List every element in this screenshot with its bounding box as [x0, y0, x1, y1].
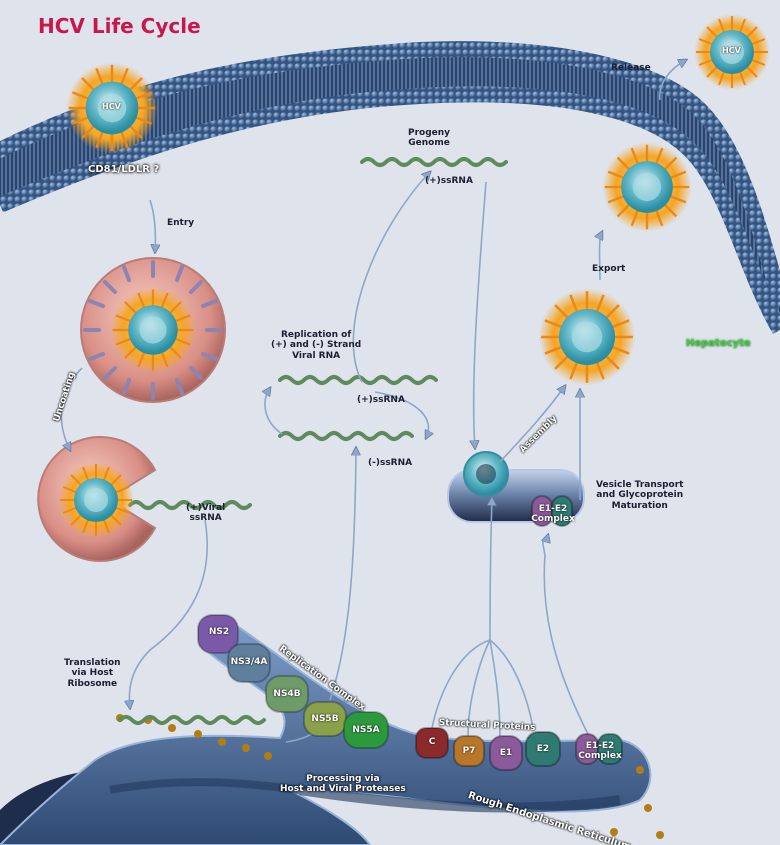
- processing-label: Processing via Host and Viral Proteases: [280, 774, 406, 795]
- viral-rna-label: (+)Viral ssRNA: [186, 503, 225, 524]
- minus-ssrna-label: (-)ssRNA: [368, 458, 413, 468]
- cell-membrane: [0, 41, 780, 335]
- complex-line1: E1-E2: [585, 741, 615, 751]
- vesicle-label: Vesicle Transport and Glycoprotein Matur…: [596, 480, 683, 511]
- progeny-label: Progeny Genome: [408, 128, 450, 149]
- endosome: [80, 257, 226, 403]
- flow-arrows: [60, 60, 686, 743]
- translation-line1: Translation: [64, 658, 121, 668]
- translation-line3: Ribosome: [67, 678, 118, 689]
- replication-line3: Viral RNA: [292, 350, 341, 361]
- complex-line1: E1-E2: [538, 504, 568, 514]
- replication-line1: Replication of: [280, 330, 352, 340]
- viral-rna-line1: (+)Viral: [186, 503, 226, 513]
- complex-line2: Complex: [578, 751, 622, 762]
- virus-label: HCV: [722, 46, 741, 55]
- replication-line2: (+) and (-) Strand: [271, 340, 362, 351]
- vesicle-line3: Maturation: [611, 500, 668, 511]
- protein-c: C: [428, 737, 436, 747]
- entry-label: Entry: [167, 218, 195, 228]
- protein-ns5b: NS5B: [311, 714, 339, 724]
- progeny-rna-label: (+)ssRNA: [425, 176, 473, 186]
- complex-line2: Complex: [531, 514, 575, 525]
- translation-line2: via Host: [71, 668, 114, 679]
- protein-ns5a: NS5A: [352, 725, 380, 735]
- plus-ssrna-label: (+)ssRNA: [357, 395, 405, 405]
- uncoating-sphere: [37, 436, 157, 562]
- virus-label: HCV: [102, 102, 121, 111]
- replication-label: Replication of (+) and (-) Strand Viral …: [271, 330, 361, 361]
- processing-line2: Host and Viral Proteases: [280, 784, 406, 795]
- complex-label-er: E1-E2 Complex: [574, 741, 626, 762]
- release-label: Release: [611, 63, 651, 73]
- vesicle-line1: Vesicle Transport: [596, 480, 684, 490]
- complex-label-vesicle: E1-E2 Complex: [526, 504, 580, 525]
- protein-ns4b: NS4B: [273, 689, 301, 699]
- virus-particle: [537, 287, 637, 387]
- protein-ns3-4a: NS3/4A: [230, 657, 268, 667]
- page-title: HCV Life Cycle: [38, 14, 201, 38]
- protein-ns2: NS2: [208, 627, 230, 637]
- progeny-line1: Progeny: [408, 128, 451, 138]
- vesicle-line2: and Glycoprotein: [596, 490, 684, 501]
- translation-label: Translation via Host Ribosome: [64, 658, 121, 689]
- nonstructural-proteins: [197, 614, 389, 749]
- rna-strands: [118, 157, 508, 725]
- structural-proteins: [415, 495, 623, 771]
- receptor-label: CD81/LDLR ?: [88, 164, 160, 175]
- virus-particle: [601, 141, 693, 233]
- hepatocyte-label: Hepatocyte: [686, 338, 751, 349]
- processing-line1: Processing via: [306, 774, 380, 784]
- protein-p7: P7: [462, 746, 476, 756]
- export-label: Export: [592, 264, 626, 274]
- protein-e2: E2: [536, 744, 550, 754]
- branch-lines: [431, 554, 591, 739]
- viral-rna-line2: ssRNA: [189, 513, 222, 524]
- progeny-line2: Genome: [408, 138, 450, 149]
- protein-e1: E1: [499, 748, 513, 758]
